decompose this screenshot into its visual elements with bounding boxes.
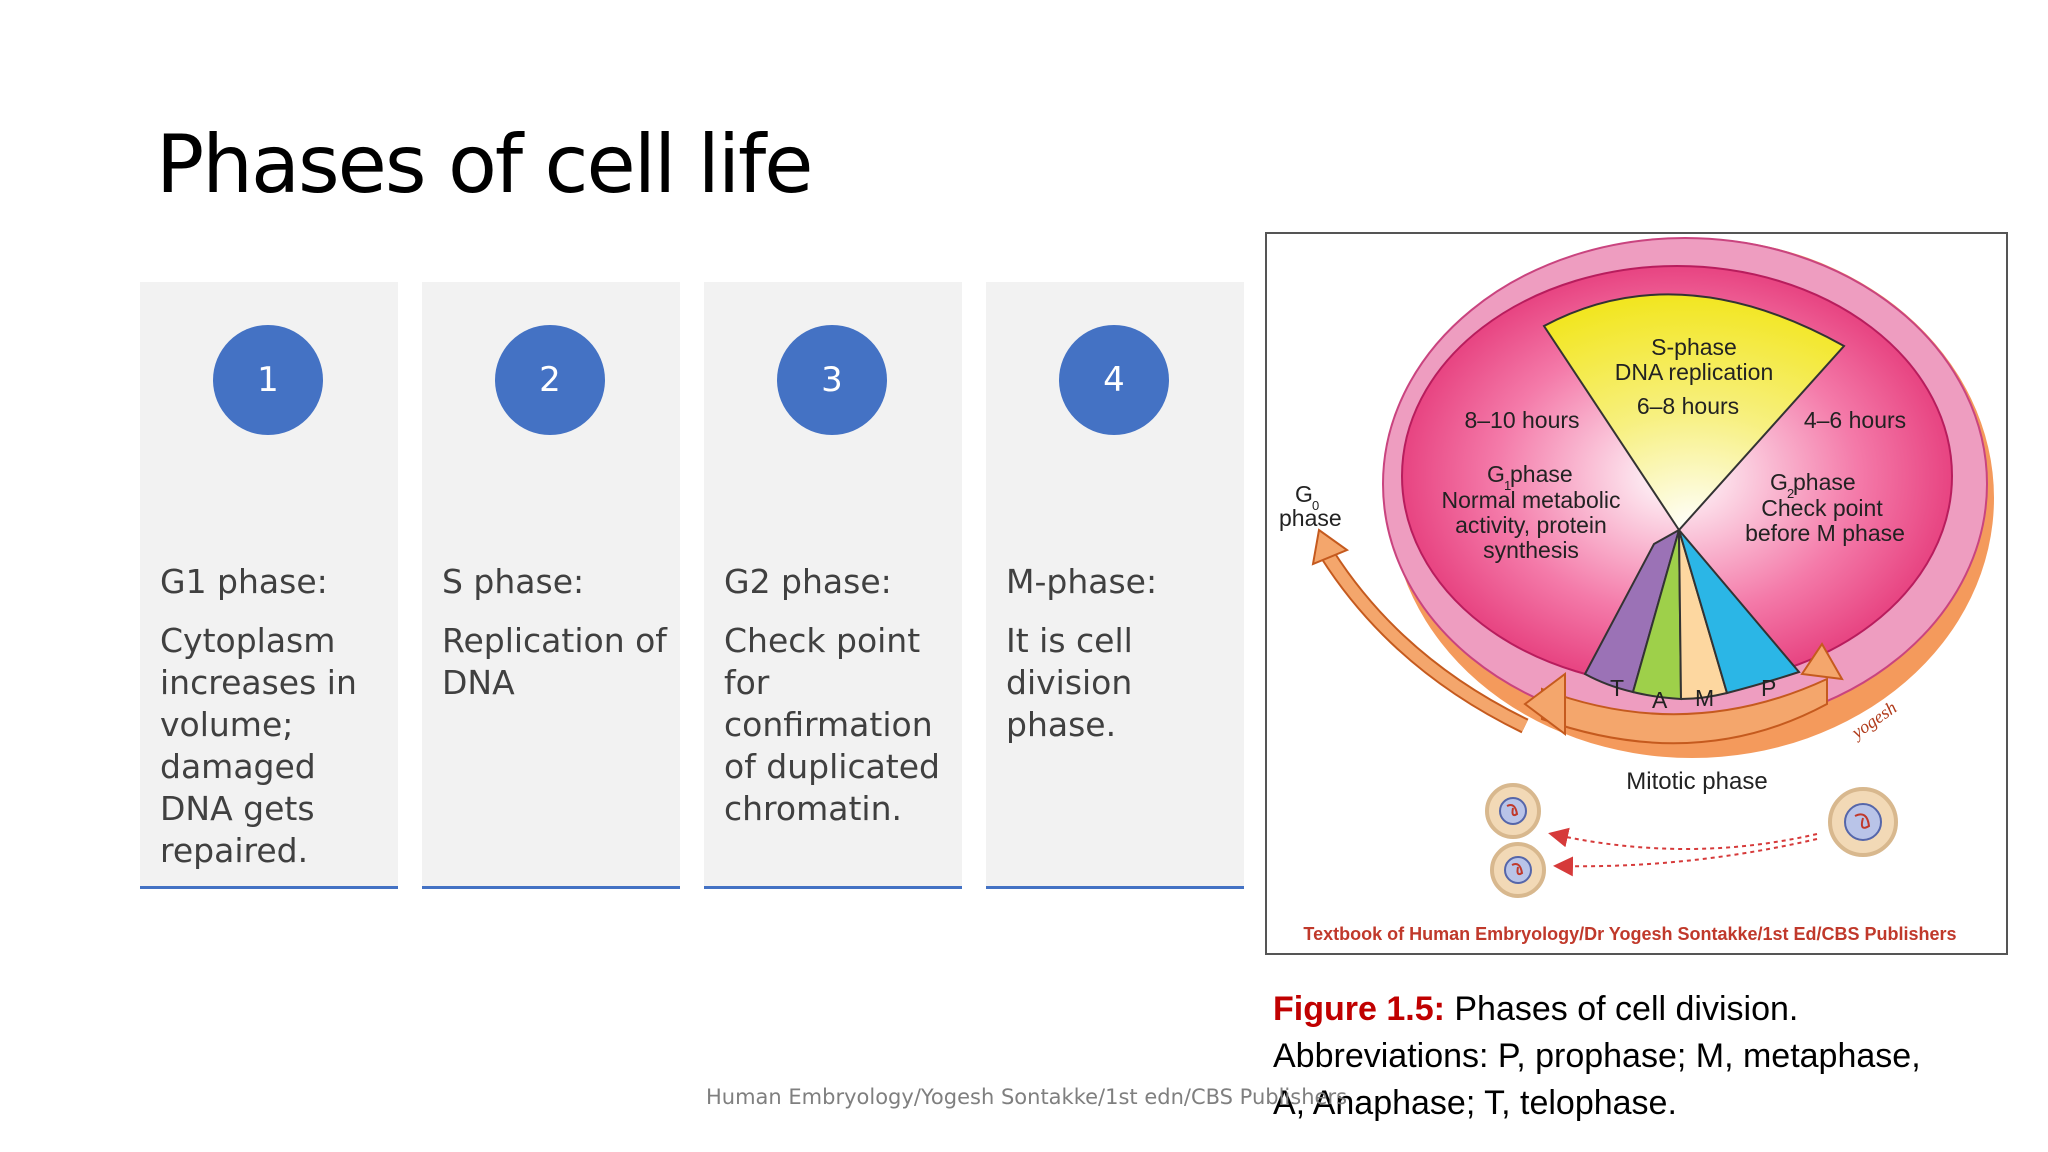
- chromatin-bottom: [1511, 863, 1524, 876]
- cell-cycle-figure: S-phase DNA replication 6–8 hours 8–10 h…: [1265, 232, 2008, 955]
- s-phase-name: S-phase: [1651, 334, 1737, 360]
- slide-footer: Human Embryology/Yogesh Sontakke/1st edn…: [706, 1085, 1348, 1109]
- g0-name-sub: 0: [1312, 498, 1319, 513]
- caption-line-1: Phases of cell division.: [1444, 990, 1799, 1028]
- g0-arrow-head: [1311, 528, 1350, 566]
- g1-name-rest: phase: [1510, 461, 1573, 487]
- phase-description: Replication of DNA: [442, 621, 667, 702]
- phase-heading: S phase:: [442, 562, 585, 601]
- g1-desc-2: activity, protein: [1455, 512, 1607, 538]
- cell-images: [1485, 783, 1898, 898]
- g0-name-main: G: [1295, 481, 1313, 507]
- mitotic-phase-label: Mitotic phase: [1626, 768, 1767, 795]
- s-phase-desc: DNA replication: [1615, 359, 1774, 385]
- m-sub-prophase: P: [1761, 675, 1776, 701]
- m-sub-anaphase: A: [1652, 687, 1668, 713]
- step-number-badge: 1: [213, 325, 323, 435]
- step-number-badge: 2: [495, 325, 605, 435]
- cell-cycle-diagram: S-phase DNA replication 6–8 hours 8–10 h…: [1279, 237, 1994, 944]
- step-number-badge: 3: [777, 325, 887, 435]
- phase-card-g1: 1 G1 phase: Cytoplasm increases in volum…: [140, 282, 398, 889]
- g1-desc-3: synthesis: [1483, 537, 1579, 563]
- m-sub-metaphase: M: [1695, 685, 1714, 711]
- g0-desc: phase: [1279, 505, 1342, 531]
- mitotic-arrow-band: [1541, 677, 1828, 745]
- phase-description: It is cell division phase.: [1006, 621, 1133, 744]
- caption-line-3: A, Anaphase; T, telophase.: [1273, 1084, 1677, 1122]
- mitotic-arrow-tail: [1800, 642, 1844, 681]
- prophase-wedge: [1678, 529, 1801, 695]
- phase-card-g2: 3 G2 phase: Check point for confirmation…: [704, 282, 962, 889]
- division-arrow-top: [1548, 827, 1818, 850]
- g1-name-sub: 1: [1504, 478, 1511, 493]
- s-phase-wedge: [1542, 293, 1846, 532]
- g2-name-sub: 2: [1787, 486, 1794, 501]
- division-arrow-bottom: [1553, 838, 1818, 877]
- phase-description: Check point for confirmation of duplicat…: [724, 621, 940, 828]
- g2-duration: 4–6 hours: [1804, 407, 1906, 433]
- m-sub-telophase: T: [1610, 675, 1624, 701]
- phase-heading: M-phase:: [1006, 562, 1158, 601]
- chromatin-top: [1506, 804, 1519, 817]
- g2-name-rest: phase: [1793, 469, 1856, 495]
- phase-heading: G1 phase:: [160, 562, 328, 601]
- phase-card-m: 4 M-phase: It is cell division phase.: [986, 282, 1244, 889]
- mitotic-arrow-head: [1523, 672, 1566, 736]
- g1-name-main: G: [1487, 461, 1505, 487]
- telophase-wedge: [1583, 527, 1681, 694]
- slide-title: Phases of cell life: [156, 118, 813, 211]
- caption-line-2: Abbreviations: P, prophase; M, metaphase…: [1273, 1037, 1921, 1075]
- g1-desc-1: Normal metabolic: [1442, 487, 1621, 513]
- phase-card-s: 2 S phase: Replication of DNA: [422, 282, 680, 889]
- s-phase-duration: 6–8 hours: [1637, 393, 1739, 419]
- figure-caption: Figure 1.5: Phases of cell division. Abb…: [1273, 986, 1993, 1127]
- g2-name-main: G: [1770, 469, 1788, 495]
- parent-chromatin: [1854, 813, 1871, 829]
- g2-desc-2: before M phase: [1745, 520, 1905, 546]
- phase-heading: G2 phase:: [724, 562, 892, 601]
- figure-credit: Textbook of Human Embryology/Dr Yogesh S…: [1303, 924, 1956, 944]
- phase-description: Cytoplasm increases in volume; damaged D…: [160, 621, 357, 870]
- step-number-badge: 4: [1059, 325, 1169, 435]
- g1-duration: 8–10 hours: [1464, 407, 1579, 433]
- figure-label: Figure 1.5:: [1273, 990, 1445, 1028]
- g0-arrow-shaft-fill: [1321, 550, 1528, 732]
- g2-desc-1: Check point: [1761, 495, 1883, 521]
